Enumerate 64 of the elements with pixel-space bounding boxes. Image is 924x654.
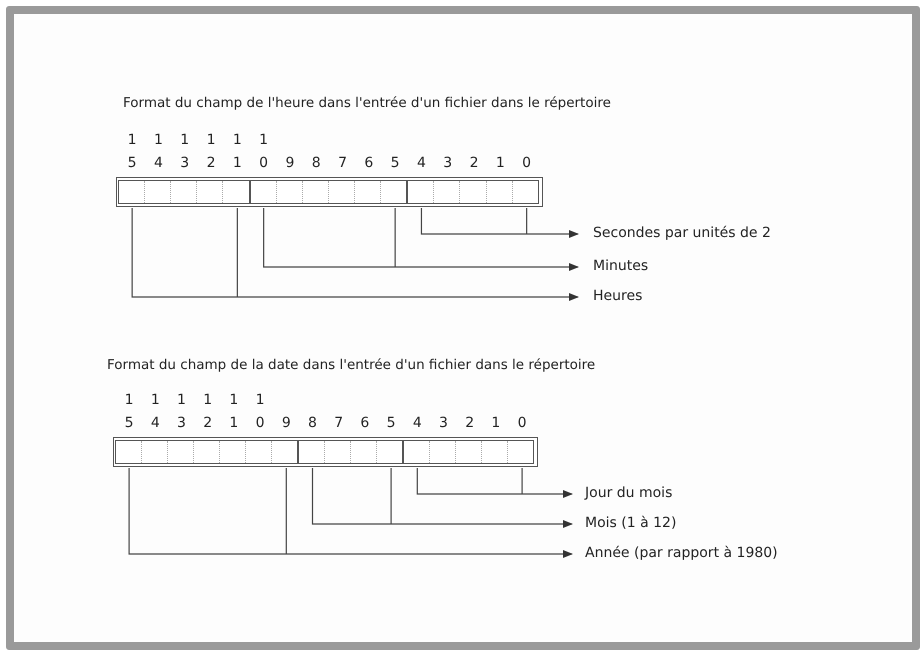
section-heading: Format du champ de la date dans l'entrée d'un fichier dans le répertoire (107, 357, 596, 373)
bit-number: 5 (390, 155, 401, 171)
bracket-arrow (312, 467, 573, 528)
bracket-arrow (128, 467, 573, 558)
bit-number: 1 (232, 132, 243, 148)
section-heading: Format du champ de l'heure dans l'entrée d'un fichier dans le répertoire (123, 95, 611, 111)
bit-number: 0 (521, 155, 532, 171)
field-label: Année (par rapport à 1980) (585, 544, 778, 562)
bit-number: 1 (124, 392, 135, 408)
bit-field (250, 180, 408, 204)
bit-number: 1 (228, 392, 240, 408)
bit-number: 1 (202, 392, 214, 408)
bit-number: 9 (280, 415, 292, 431)
bit-number: 1 (150, 392, 161, 408)
bit-number: 1 (258, 132, 270, 148)
bit-number: 2 (206, 155, 216, 171)
bit-number: 1 (254, 392, 266, 408)
bit-number: 1 (179, 132, 190, 148)
bracket-arrow (132, 207, 579, 301)
bit-number: 4 (150, 415, 161, 431)
bit-number: 4 (412, 415, 423, 431)
bit-number: 8 (310, 155, 322, 171)
bit-number: 1 (228, 415, 240, 431)
bit-number: 1 (176, 392, 187, 408)
bit-number: 1 (206, 132, 216, 148)
bracket-arrow (420, 207, 579, 238)
bit-number: 3 (438, 415, 449, 431)
bit-number: 5 (126, 155, 138, 171)
bit-number: 5 (386, 415, 397, 431)
bit-number: 1 (494, 155, 506, 171)
bit-number: 1 (152, 132, 164, 148)
bracket-arrow (263, 207, 579, 271)
bit-number: 7 (337, 155, 348, 171)
bit-number: 1 (126, 132, 138, 148)
bit-field (298, 440, 404, 464)
bit-number: 3 (442, 155, 454, 171)
bit-number: 2 (202, 415, 214, 431)
bit-field (118, 180, 250, 204)
field-label: Mois (1 à 12) (585, 514, 676, 532)
bit-number: 0 (254, 415, 266, 431)
field-label: Minutes (593, 257, 648, 275)
bit-number: 8 (307, 415, 318, 431)
bit-number: 6 (359, 415, 370, 431)
bit-field (115, 440, 298, 464)
bit-number: 0 (516, 415, 528, 431)
bit-number: 1 (232, 155, 243, 171)
bit-number: 7 (333, 415, 344, 431)
bit-number: 4 (416, 155, 427, 171)
bit-number: 5 (124, 415, 135, 431)
bit-number: 2 (468, 155, 480, 171)
bit-number: 4 (152, 155, 164, 171)
bit-number: 0 (258, 155, 270, 171)
bit-number: 6 (363, 155, 374, 171)
bracket-arrow (416, 467, 573, 498)
field-label: Jour du mois (585, 484, 672, 502)
bit-number: 1 (490, 415, 502, 431)
bit-number: 2 (464, 415, 476, 431)
bit-field (407, 180, 539, 204)
field-label: Heures (593, 287, 642, 305)
field-label: Secondes par unités de 2 (593, 224, 771, 242)
bit-number: 3 (176, 415, 187, 431)
bit-number: 3 (179, 155, 190, 171)
bit-field (403, 440, 534, 464)
bit-number: 9 (284, 155, 296, 171)
